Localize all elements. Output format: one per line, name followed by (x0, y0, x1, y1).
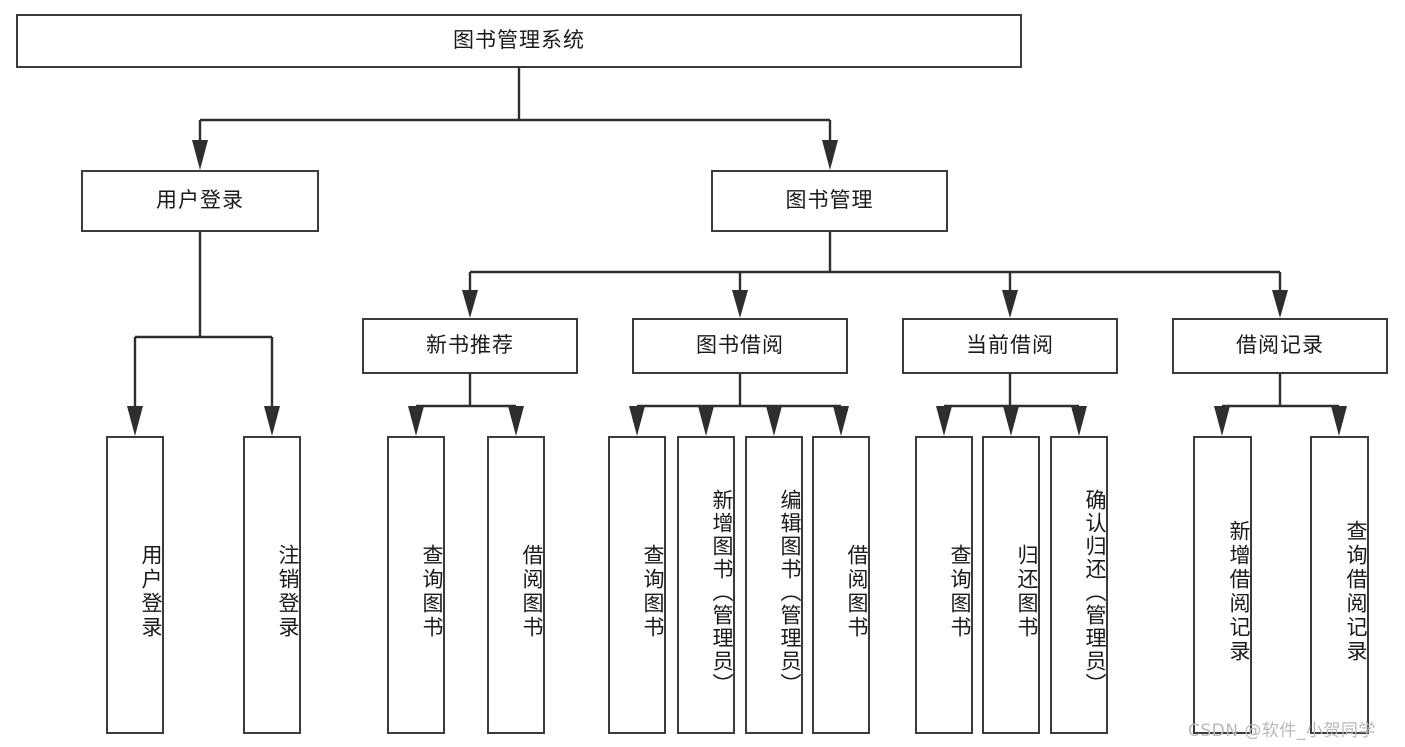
node-leaf-return-book[interactable]: 归还图书 (982, 436, 1040, 734)
arrow-leaf-query-record (1331, 406, 1347, 436)
arrow-leaf-add-book (698, 406, 714, 436)
arrow-leaf-query-book-3 (936, 406, 952, 436)
arrow-borrow-record (1272, 290, 1288, 318)
node-leaf-confirm-return-admin[interactable]: 确认归还（管理员） (1050, 436, 1108, 734)
node-borrow-record[interactable]: 借阅记录 (1172, 318, 1388, 374)
arrow-book-borrow (732, 290, 748, 318)
node-user-login[interactable]: 用户登录 (81, 170, 319, 232)
node-current-borrow[interactable]: 当前借阅 (902, 318, 1118, 374)
node-book-borrow[interactable]: 图书借阅 (632, 318, 848, 374)
node-book-manage[interactable]: 图书管理 (711, 170, 948, 232)
node-leaf-user-login[interactable]: 用户登录 (106, 436, 164, 734)
arrow-leaf-borrow-book-2 (833, 406, 849, 436)
node-root[interactable]: 图书管理系统 (16, 14, 1022, 68)
arrow-leaf-return-book (1003, 406, 1019, 436)
node-leaf-query-book-recommend[interactable]: 查询图书 (387, 436, 445, 734)
arrow-user-login (192, 140, 208, 170)
watermark-text: CSDN @软件_小贺同学 (1188, 721, 1376, 741)
arrow-leaf-query-book-2 (629, 406, 645, 436)
arrow-leaf-confirm-return (1071, 406, 1087, 436)
arrow-leaf-borrow-book-1 (508, 406, 524, 436)
arrow-leaf-edit-book (766, 406, 782, 436)
node-leaf-edit-book-admin[interactable]: 编辑图书（管理员） (745, 436, 803, 734)
node-leaf-add-borrow-record[interactable]: 新增借阅记录 (1193, 436, 1252, 734)
arrow-leaf-query-book-1 (408, 406, 424, 436)
arrow-leaf-user-login (127, 406, 143, 436)
arrow-leaf-user-logout (264, 406, 280, 436)
node-leaf-query-book-current[interactable]: 查询图书 (915, 436, 973, 734)
node-leaf-borrow-book-borrow[interactable]: 借阅图书 (812, 436, 870, 734)
arrow-current-borrow (1002, 290, 1018, 318)
arrow-leaf-add-record (1214, 406, 1230, 436)
node-leaf-borrow-book-recommend[interactable]: 借阅图书 (487, 436, 545, 734)
node-leaf-query-borrow-record[interactable]: 查询借阅记录 (1310, 436, 1369, 734)
arrow-book-manage (822, 140, 838, 170)
node-leaf-add-book-admin[interactable]: 新增图书（管理员） (677, 436, 735, 734)
node-leaf-query-book-borrow[interactable]: 查询图书 (608, 436, 666, 734)
node-new-book-recommend[interactable]: 新书推荐 (362, 318, 578, 374)
arrow-new-book-rec (462, 290, 478, 318)
node-leaf-user-logout[interactable]: 注销登录 (243, 436, 301, 734)
